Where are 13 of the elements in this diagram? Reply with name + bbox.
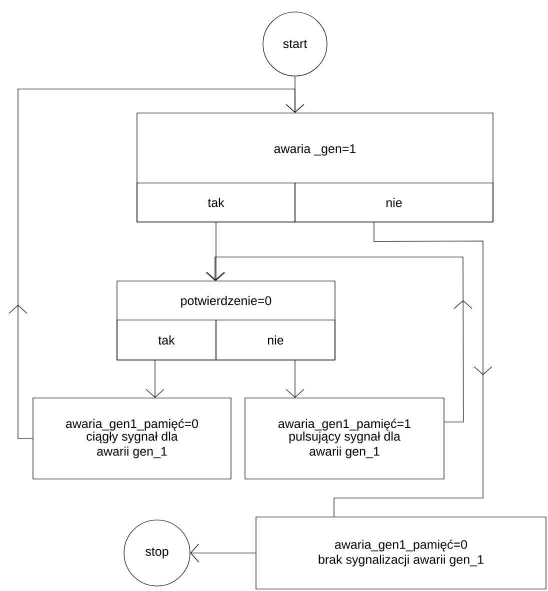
arrow <box>8 88 304 439</box>
arrow <box>190 544 256 562</box>
process-box: awaria_gen1_pamięć=1 pulsujący sygnał dla awarii gen_1 <box>244 398 444 480</box>
branch-cell: tak <box>116 320 216 360</box>
process-box: awaria_gen1_pamięć=0 brak sygnalizacji awarii gen_1 <box>256 516 546 590</box>
branch-cell: nie <box>294 182 494 222</box>
process-box: awaria_gen1_pamięć=0 ciągły sygnał dla awarii gen_1 <box>32 398 232 480</box>
arrow <box>146 360 164 398</box>
arrow <box>286 360 304 398</box>
branch-cell: tak <box>136 182 296 222</box>
branch-cell: nie <box>216 320 336 360</box>
arrow <box>206 222 226 281</box>
arrow <box>206 256 472 422</box>
